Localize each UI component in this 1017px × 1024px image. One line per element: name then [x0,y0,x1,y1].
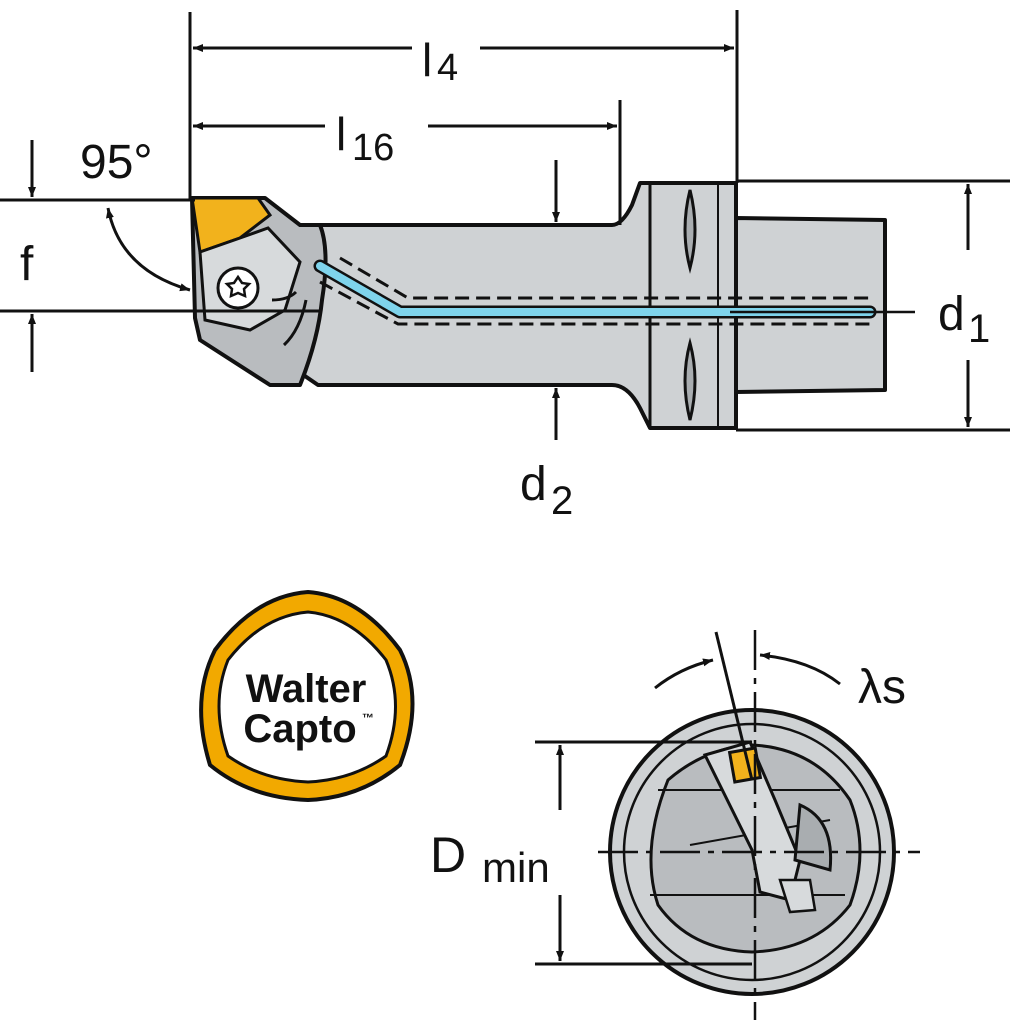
label-angle: 95° [80,136,153,189]
label-d1-sub: 1 [968,307,990,351]
logo-inner [217,610,397,784]
drive-slot-top [683,189,697,274]
label-dmin: D [430,827,466,883]
label-lambda-s: λs [858,661,906,714]
torx-star-icon [224,274,252,299]
dimensions: l 4 l 16 95° f d 1 d 2 [0,10,1010,523]
logo-line1: Walter [246,667,367,711]
end-view-screw [778,878,817,914]
logo-line2: Capto [243,707,356,751]
end-view-insert [727,746,763,784]
drive-slot-bottom [683,337,697,421]
lambda-reference-line [714,631,754,781]
label-d2: d [520,458,547,511]
label-d2-sub: 2 [551,479,573,523]
side-view [190,181,915,430]
label-l4-sub: 4 [437,47,458,89]
angle-arc [105,207,191,292]
hidden-line-top [339,256,875,300]
clamp-detail [271,290,308,347]
label-dmin-sub: min [482,844,550,891]
end-view-clamp [793,802,833,872]
label-l16-sub: 16 [352,127,394,169]
label-l4: l [422,34,432,86]
capto-coupling [734,216,887,394]
hidden-line-bottom [319,280,875,326]
label-l16: l [336,108,346,160]
logo-trademark: ™ [362,711,374,725]
cutting-insert [190,196,273,255]
walter-capto-logo: Walter Capto ™ [199,589,415,803]
lambda-arrow-right [759,652,841,686]
label-f: f [20,238,34,291]
label-d1: d [938,288,965,341]
coolant-channel-fill [316,262,874,316]
lambda-arrow-left [654,658,714,690]
end-view: λs D min [430,630,920,1020]
